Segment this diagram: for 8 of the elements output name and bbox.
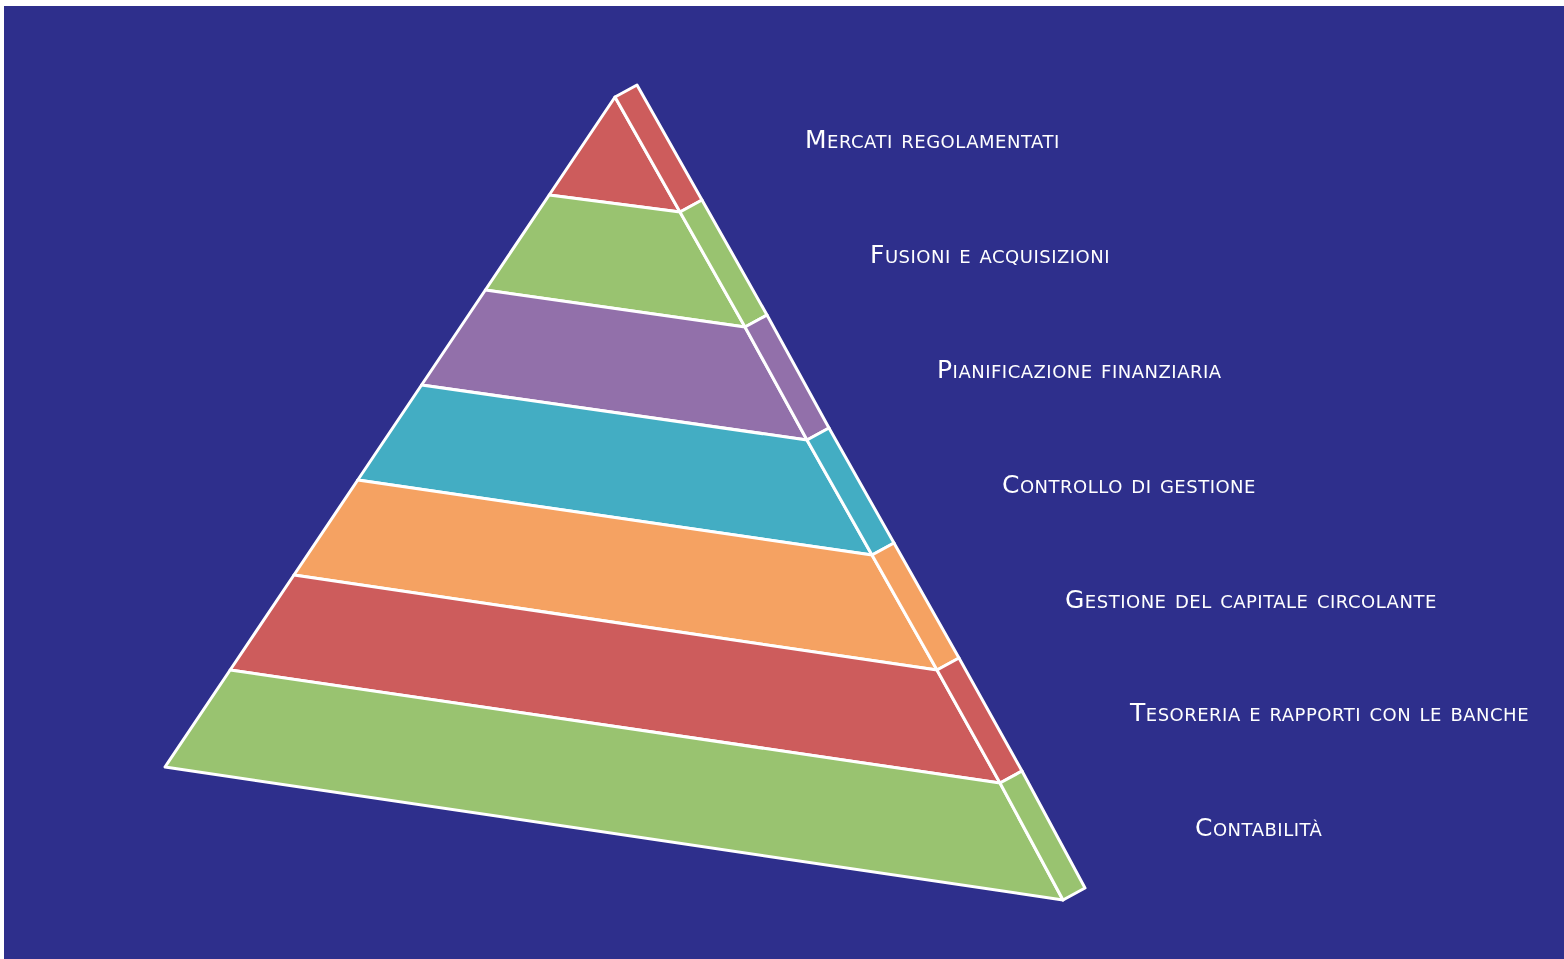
layer-label: Fusioni e acquisizioni <box>870 240 1111 270</box>
layer-label: Contabilità <box>1195 813 1323 843</box>
pyramid-layer <box>163 668 1087 902</box>
layer-label: Tesoreria e rapporti con le banche <box>1130 698 1530 728</box>
layer-label: Gestione del capitale circolante <box>1065 585 1437 615</box>
layer-label: Controllo di gestione <box>1002 470 1256 500</box>
layer-label: Mercati regolamentati <box>805 125 1060 155</box>
layer-label: Pianificazione finanziaria <box>937 355 1222 385</box>
